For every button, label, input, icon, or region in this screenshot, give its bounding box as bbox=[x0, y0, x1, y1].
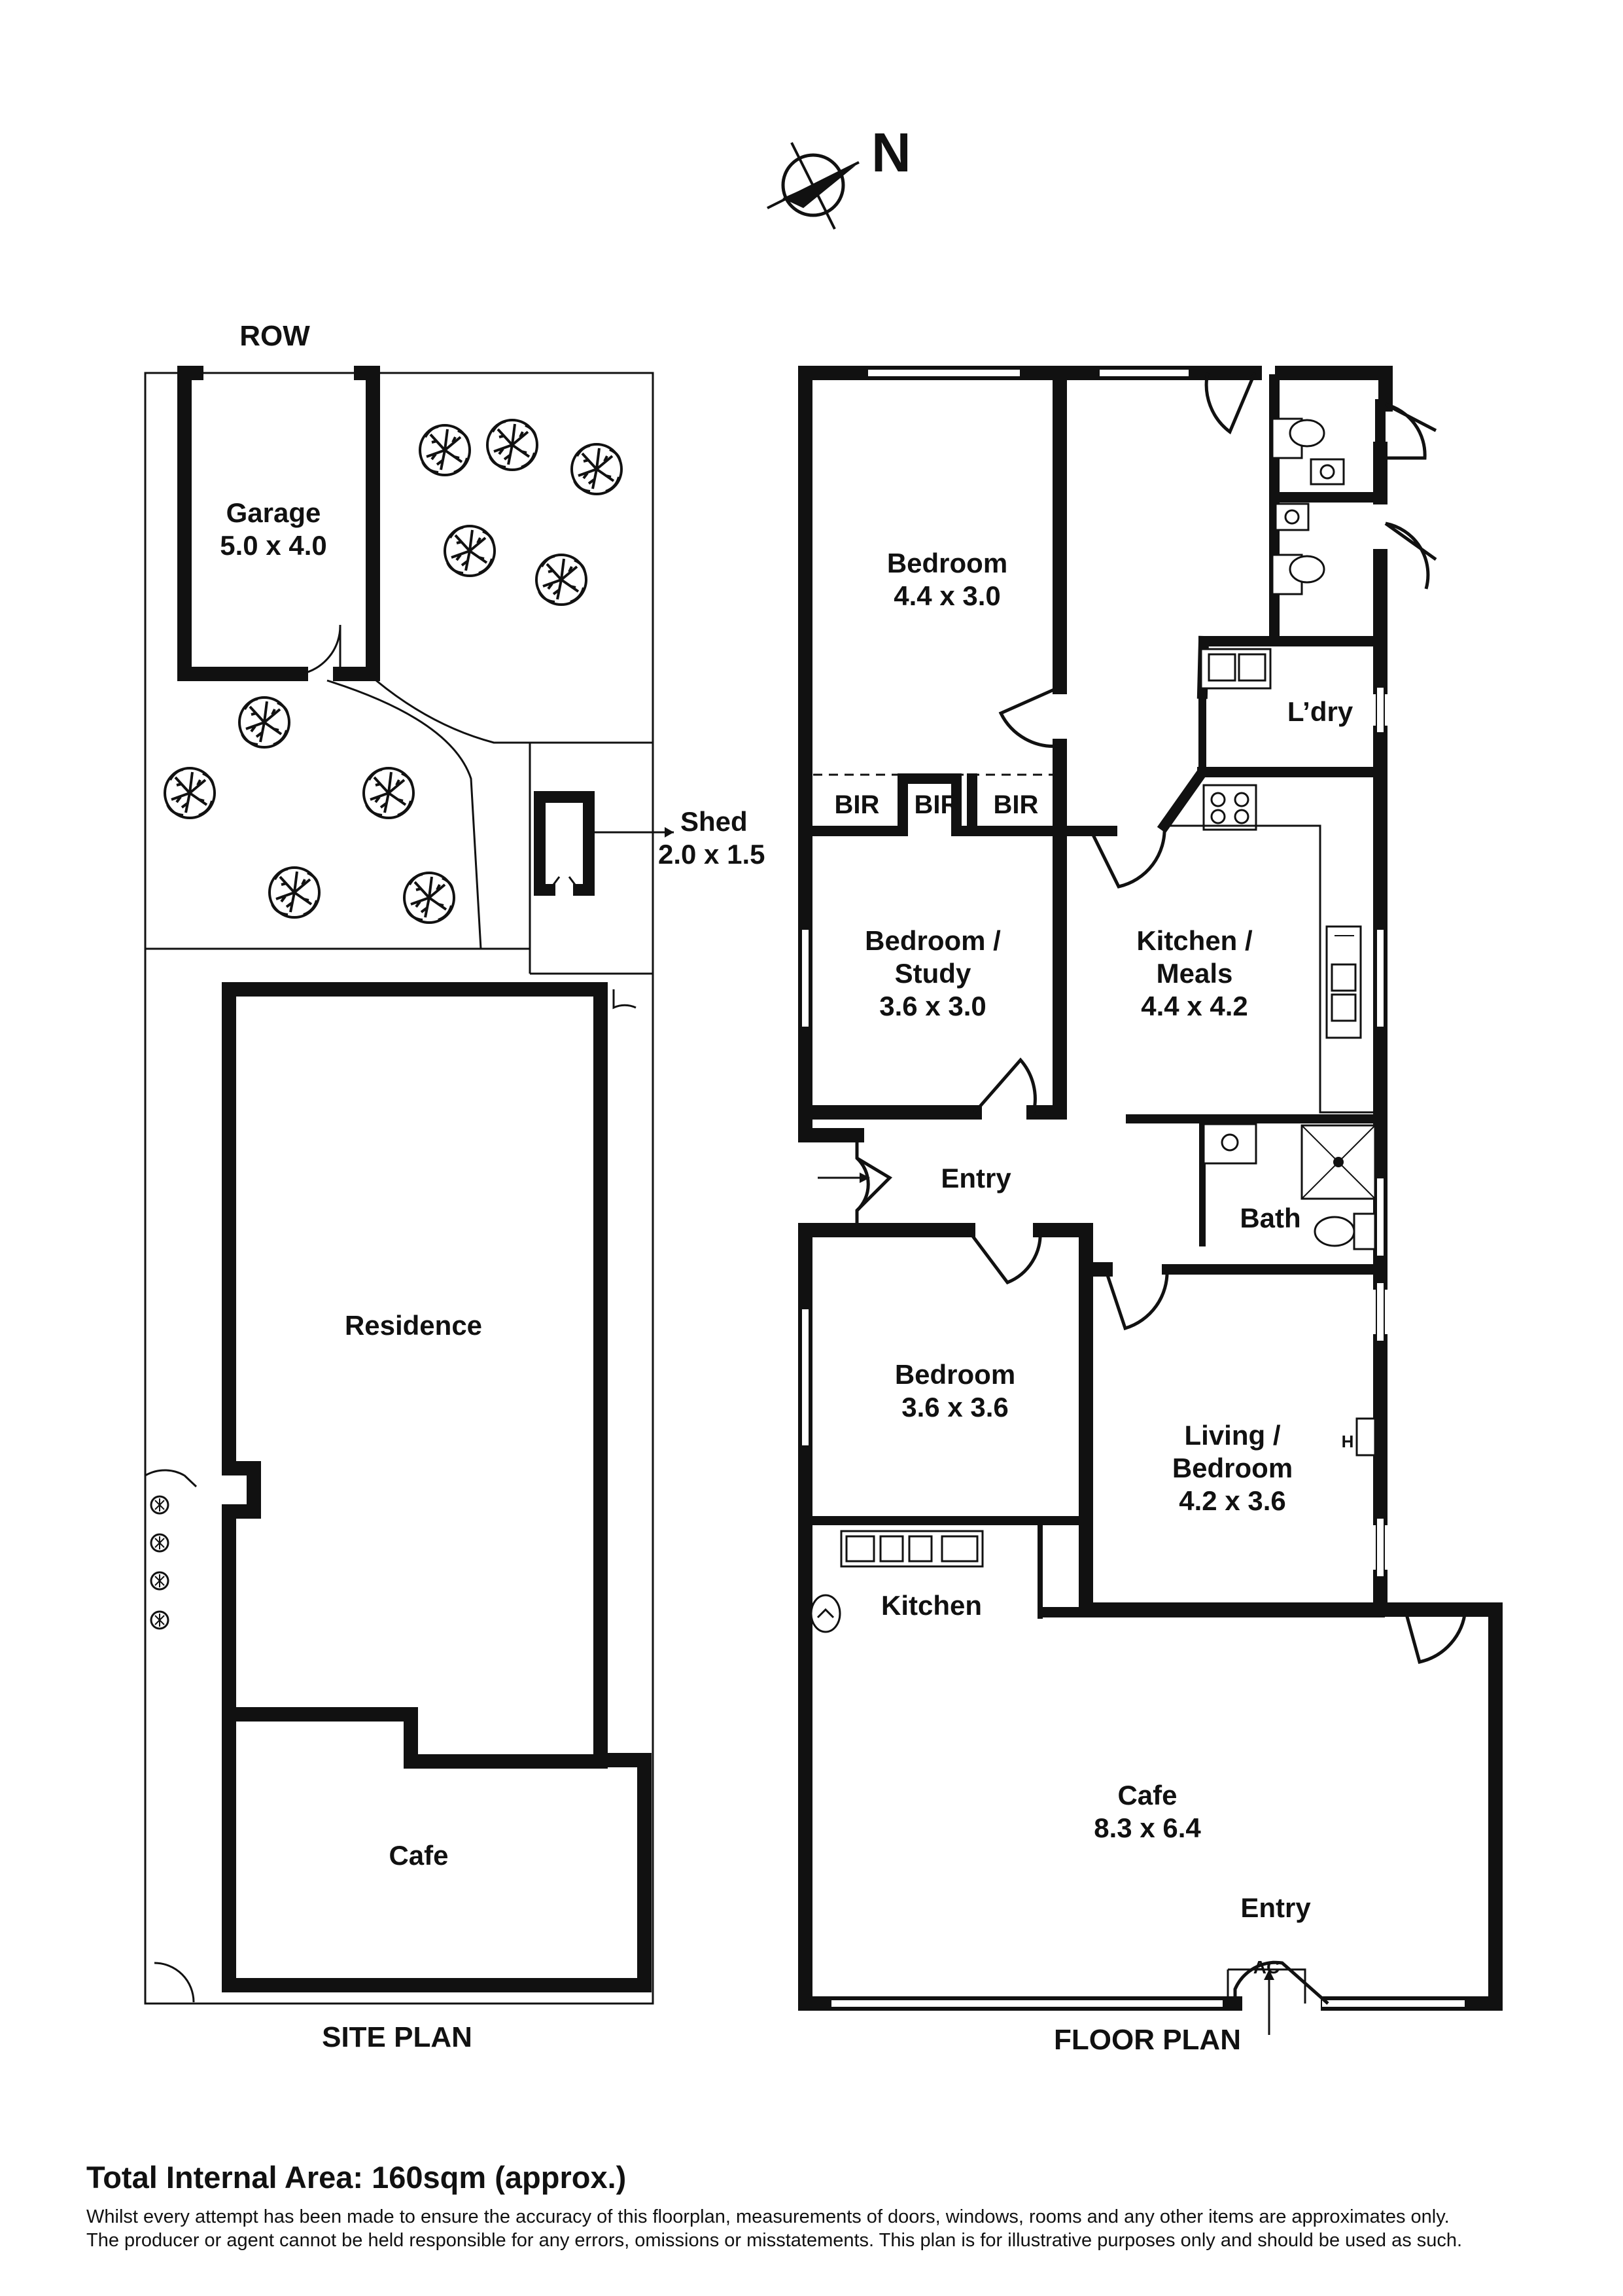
heater-label: H bbox=[1342, 1432, 1354, 1451]
basin-icon bbox=[810, 1594, 841, 1633]
laundry-label: L’dry bbox=[1287, 696, 1353, 727]
tree-icon bbox=[570, 443, 623, 495]
bedroom-study-label: Bedroom / bbox=[865, 925, 1001, 956]
tree-icon bbox=[419, 424, 471, 476]
floor-plan: Bedroom 4.4 x 3.0 BIR BIR BIR Bedroom / … bbox=[798, 366, 1503, 2056]
tree-icon bbox=[535, 554, 587, 606]
window bbox=[1376, 1177, 1385, 1257]
tree-icon bbox=[238, 696, 290, 749]
window bbox=[1376, 1282, 1385, 1342]
living-bedroom-label: Living / bbox=[1185, 1420, 1281, 1451]
exterior-wall-top bbox=[798, 366, 1393, 1142]
window bbox=[1376, 928, 1385, 1028]
kitchen-meals-size: 4.4 x 4.2 bbox=[1141, 991, 1248, 1021]
shrub-icon bbox=[150, 1610, 169, 1630]
window bbox=[1376, 1517, 1385, 1578]
cooktop-icon bbox=[1202, 784, 1257, 831]
tree-icon bbox=[444, 525, 496, 577]
kitchen-meals-label: Kitchen / bbox=[1136, 925, 1253, 956]
living-bedroom-label-2: Bedroom bbox=[1172, 1453, 1293, 1483]
compass-north-label: N bbox=[871, 122, 911, 183]
shopfront-window bbox=[1321, 1999, 1466, 2008]
shed-label: Shed bbox=[680, 806, 748, 837]
heater-icon bbox=[1355, 1417, 1376, 1457]
cafe-size: 8.3 x 6.4 bbox=[1094, 1812, 1201, 1843]
shrubs bbox=[150, 1495, 169, 1630]
bir-label: BIR bbox=[835, 790, 880, 819]
disclaimer-line-2: The producer or agent cannot be held res… bbox=[86, 2230, 1463, 2251]
tree-icon bbox=[164, 767, 216, 819]
shrub-icon bbox=[150, 1495, 169, 1515]
site-plan-caption: SITE PLAN bbox=[322, 2021, 472, 2053]
fixtures bbox=[810, 417, 1380, 2035]
bedroom-study-label-2: Study bbox=[895, 958, 971, 989]
entry-label: Entry bbox=[941, 1163, 1011, 1193]
shrub-icon bbox=[150, 1571, 169, 1591]
tree-icon bbox=[403, 872, 455, 924]
residence-building: Residence Cafe bbox=[222, 982, 652, 1992]
shrub-icon bbox=[150, 1533, 169, 1553]
cafe-label: Cafe bbox=[1117, 1780, 1177, 1810]
shed: Shed 2.0 x 1.5 bbox=[534, 791, 765, 896]
window bbox=[1376, 686, 1385, 733]
floor-plan-caption: FLOOR PLAN bbox=[1054, 2024, 1241, 2056]
bedroom-2-label: Bedroom bbox=[895, 1359, 1015, 1390]
kitchen-meals-label-2: Meals bbox=[1157, 958, 1233, 989]
shed-size: 2.0 x 1.5 bbox=[658, 839, 765, 870]
bir-label: BIR bbox=[915, 790, 960, 819]
bedroom-1-size: 4.4 x 3.0 bbox=[894, 580, 1000, 611]
bath-label: Bath bbox=[1240, 1203, 1300, 1233]
tree-icon bbox=[486, 419, 538, 471]
garage-size: 5.0 x 4.0 bbox=[220, 530, 326, 561]
doors bbox=[818, 372, 1467, 2005]
garden-path bbox=[326, 679, 482, 949]
garage-label: Garage bbox=[226, 497, 321, 528]
compass-icon bbox=[767, 142, 860, 230]
bedroom-2-size: 3.6 x 3.6 bbox=[901, 1392, 1008, 1422]
shopfront-window bbox=[830, 1999, 1224, 2008]
site-cafe-label: Cafe bbox=[389, 1840, 448, 1871]
site-plan: ROW Garage 5.0 x 4.0 bbox=[144, 320, 765, 2053]
toilet-icon bbox=[1353, 1212, 1376, 1250]
site-boundary bbox=[144, 372, 654, 2005]
disclaimer-line-1: Whilst every attempt has been made to en… bbox=[86, 2206, 1450, 2227]
window bbox=[801, 928, 810, 1028]
row-label: ROW bbox=[239, 320, 310, 352]
living-bedroom-size: 4.2 x 3.6 bbox=[1179, 1485, 1285, 1516]
window bbox=[801, 1308, 810, 1447]
garage: Garage 5.0 x 4.0 bbox=[177, 366, 380, 681]
tree-icon bbox=[362, 767, 415, 819]
ac-label: AC bbox=[1253, 1957, 1280, 1977]
bedroom-1-label: Bedroom bbox=[887, 548, 1007, 578]
bir-label: BIR bbox=[994, 790, 1039, 819]
bedroom-study-size: 3.6 x 3.0 bbox=[879, 991, 986, 1021]
window bbox=[867, 368, 1021, 378]
window bbox=[1098, 368, 1190, 378]
kitchen-label: Kitchen bbox=[881, 1590, 982, 1621]
cafe-entry-label: Entry bbox=[1240, 1892, 1311, 1923]
compass: N bbox=[767, 122, 911, 230]
residence-label: Residence bbox=[345, 1310, 482, 1341]
total-area: Total Internal Area: 160sqm (approx.) bbox=[86, 2160, 627, 2195]
tree-icon bbox=[268, 866, 321, 919]
